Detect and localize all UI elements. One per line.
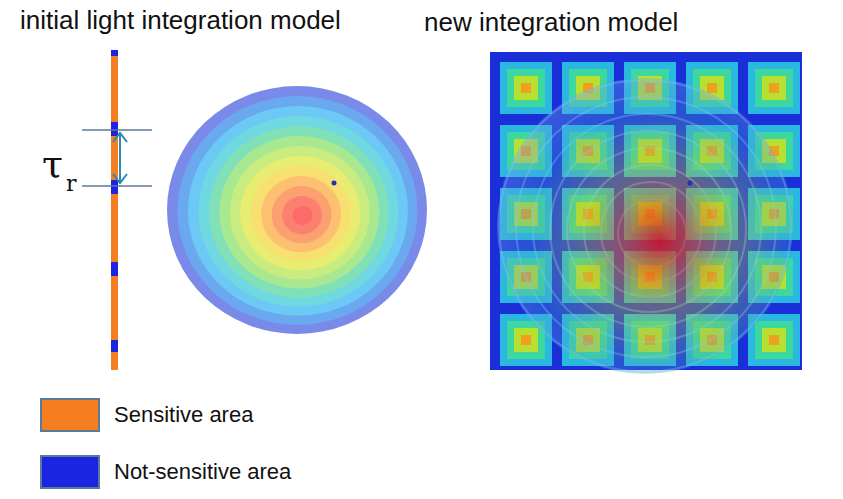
light-spot-glow xyxy=(497,78,793,374)
pixel-level xyxy=(514,76,538,100)
pixel-level xyxy=(507,69,545,107)
intensity-ring xyxy=(167,86,427,334)
intensity-ring xyxy=(198,116,398,307)
pitch-subscript: r xyxy=(66,172,77,196)
legend-text: Sensitive area xyxy=(114,403,253,427)
intensity-ring xyxy=(188,106,408,316)
intensity-ring xyxy=(209,126,389,298)
intensity-ring xyxy=(177,96,417,325)
sensor-strip xyxy=(111,50,118,370)
pixel-level xyxy=(755,69,793,107)
sensitive-segment xyxy=(111,136,118,180)
light-point xyxy=(332,181,337,186)
pitch-symbol: τ xyxy=(42,144,63,186)
pixel-level xyxy=(521,335,531,345)
intensity-ring xyxy=(261,176,341,252)
pixel-level xyxy=(769,335,779,345)
intensity-ring xyxy=(272,186,332,243)
intensity-ring xyxy=(293,206,313,225)
intensity-ring xyxy=(219,136,379,289)
panel-title: new integration model xyxy=(424,8,678,37)
strip-gap xyxy=(111,50,118,370)
pixel-level xyxy=(769,83,779,93)
light-spot xyxy=(167,86,427,334)
sensitive-segment xyxy=(111,56,118,122)
sensitive-segment xyxy=(111,352,118,370)
sensitive-segment xyxy=(111,194,118,262)
legend-swatch xyxy=(40,455,100,489)
pixel-level xyxy=(755,321,793,359)
legend-text: Not-sensitive area xyxy=(114,460,291,484)
legend-swatch xyxy=(40,398,100,432)
panel-title: initial light integration model xyxy=(20,6,341,35)
pixel-level xyxy=(762,76,786,100)
intensity-ring xyxy=(251,166,351,261)
intensity-ring xyxy=(240,156,360,270)
pitch-bracket xyxy=(82,130,152,186)
intensity-ring xyxy=(230,146,370,280)
light-point xyxy=(688,181,693,186)
pixel-level xyxy=(748,62,800,114)
pixel-level xyxy=(521,83,531,93)
sensitive-segment xyxy=(111,276,118,340)
pixel-level xyxy=(514,328,538,352)
intensity-ring xyxy=(282,196,322,234)
pixel-level xyxy=(500,62,552,114)
pixel-level xyxy=(707,83,717,93)
pixel-level xyxy=(762,328,786,352)
